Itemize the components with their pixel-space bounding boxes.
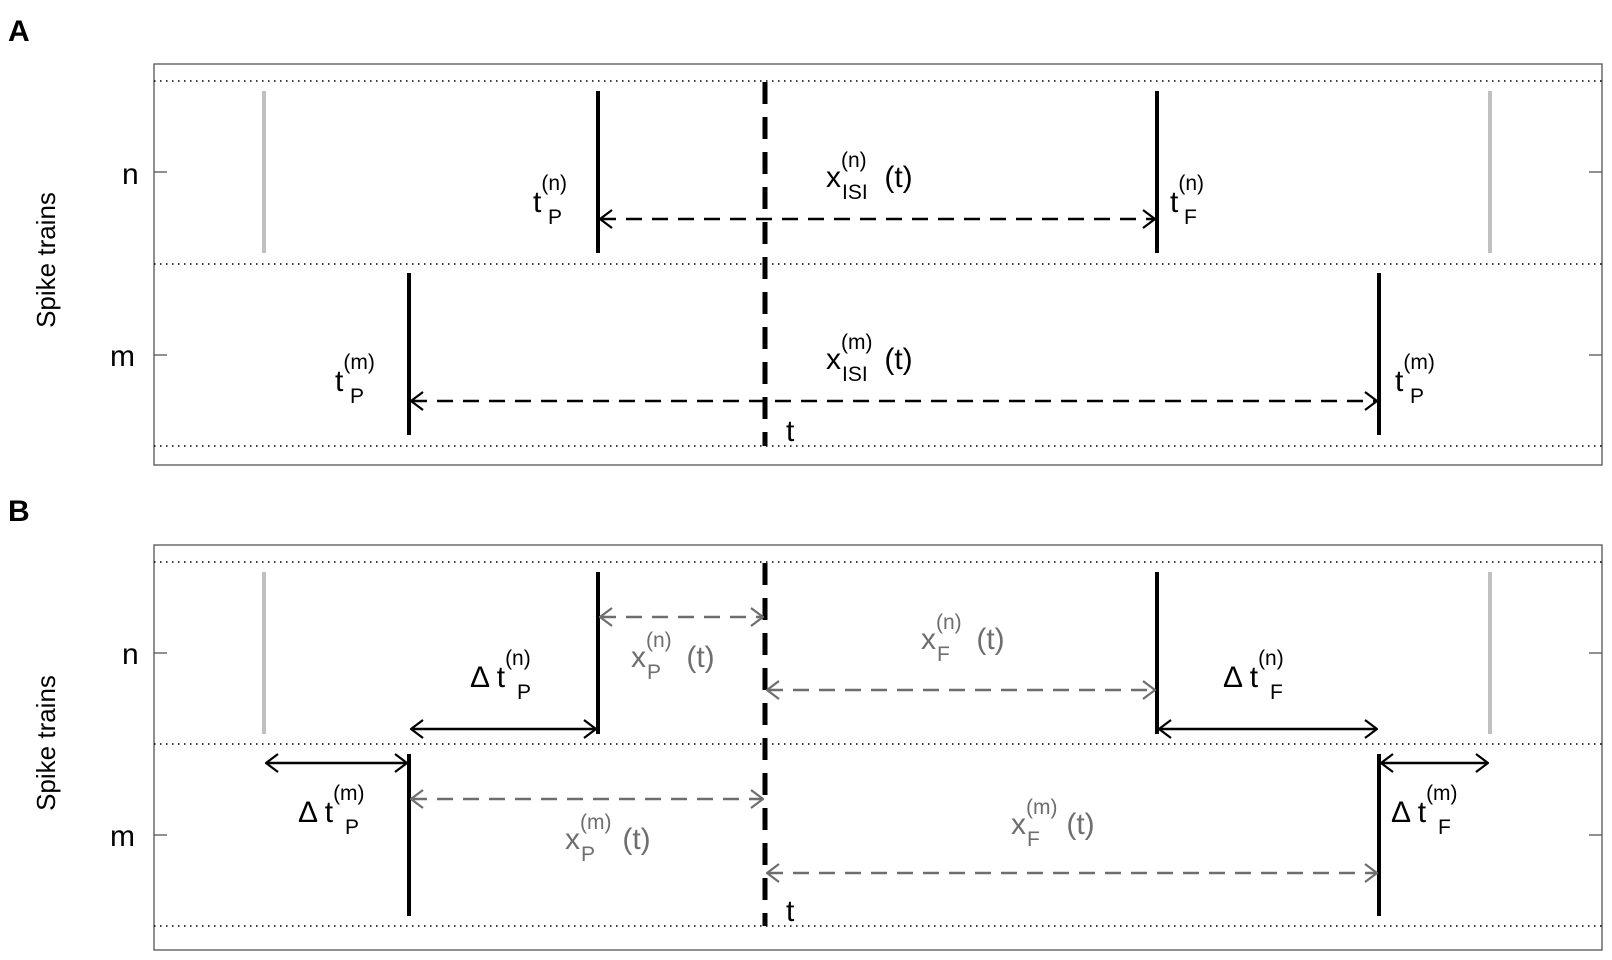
panel-a-y-axis-label: Spike trains <box>31 192 61 328</box>
panel-a-row-label-m: m <box>110 340 135 373</box>
panel-a-label-tp-m-left: t(m)P <box>335 351 375 408</box>
panel-b-row-label-m: m <box>110 820 135 853</box>
panel-b: B n m Spike trains t Δ t(n)P x( <box>8 495 1603 951</box>
panel-a: A n m Spike trains t t(n)P x(n)ISI (t) t… <box>8 15 1603 466</box>
panel-b-label-delta-tp-n: Δ t(n)P <box>470 647 531 704</box>
panel-b-y-axis-label: Spike trains <box>31 675 61 811</box>
panel-a-time-label: t <box>786 415 795 448</box>
panel-b-letter: B <box>8 495 30 528</box>
panel-a-label-xisi-m: x(m)ISI (t) <box>826 331 913 386</box>
panel-a-row-label-n: n <box>122 158 139 191</box>
panel-a-label-tp-n: t(n)P <box>533 172 567 229</box>
panel-a-label-tf-n: t(n)F <box>1170 172 1204 229</box>
panel-b-label-xp-n: x(n)P (t) <box>631 629 715 684</box>
panel-b-label-delta-tp-m: Δ t(m)P <box>298 782 365 839</box>
panel-b-label-xf-n: x(n)F (t) <box>921 611 1005 666</box>
panel-b-row-label-n: n <box>122 638 139 671</box>
panel-b-frame <box>153 544 1603 951</box>
panel-b-label-xf-m: x(m)F (t) <box>1011 796 1095 851</box>
panel-a-label-tp-m-right: t(m)P <box>1395 351 1435 408</box>
panel-b-label-delta-tf-m: Δ t(m)F <box>1391 782 1458 839</box>
panel-a-letter: A <box>8 15 30 48</box>
panel-b-label-delta-tf-n: Δ t(n)F <box>1223 647 1284 704</box>
panel-b-label-xp-m: x(m)P (t) <box>565 811 651 866</box>
panel-a-label-xisi-n: x(n)ISI (t) <box>826 149 913 204</box>
panel-b-time-label: t <box>786 895 795 928</box>
